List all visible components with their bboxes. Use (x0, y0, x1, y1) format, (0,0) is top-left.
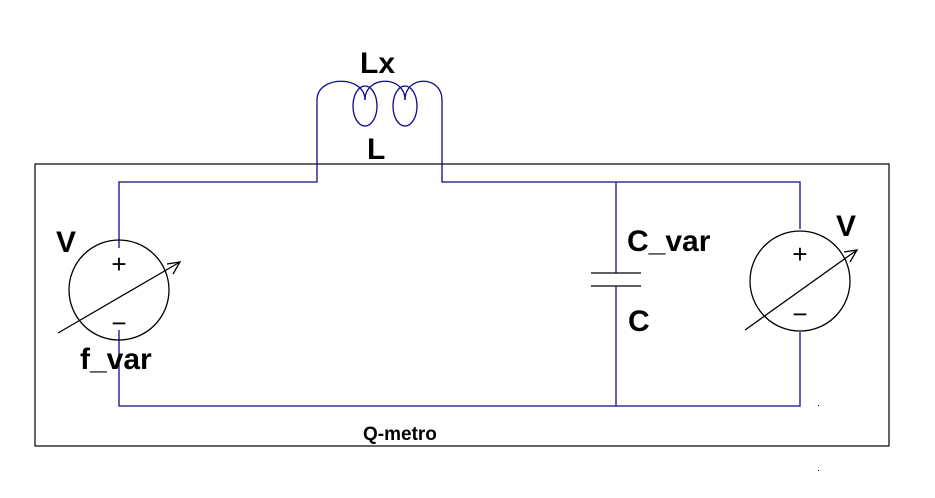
source-right-plus: + (792, 239, 807, 269)
voltage-source-left (57, 239, 182, 341)
source-right-minus: − (792, 299, 807, 329)
circuit-wires (118, 100, 801, 407)
source-left-name-label: V (56, 226, 76, 259)
source-right-name-label: V (836, 210, 856, 243)
source-left-plus: + (111, 249, 126, 279)
stray-dot (818, 470, 819, 471)
capacitor-name-label: C_var (627, 225, 711, 258)
q-meter-frame (34, 163, 890, 447)
inductor-value-label: L (367, 133, 385, 166)
source-left-sub-label: f_var (80, 343, 152, 376)
stray-dot (818, 405, 819, 406)
capacitor-c (591, 272, 641, 287)
capacitor-value-label: C (628, 305, 650, 338)
q-meter-label: Q-metro (363, 424, 437, 445)
voltage-source-right (744, 230, 859, 332)
inductor-lx (316, 80, 443, 127)
source-left-minus: − (111, 308, 126, 338)
inductor-name-label: Lx (360, 47, 395, 80)
